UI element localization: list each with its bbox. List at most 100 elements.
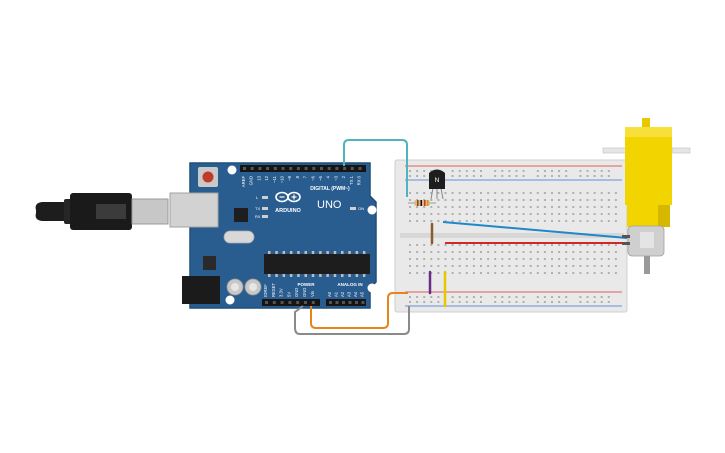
breadboard-hole	[480, 170, 482, 172]
breadboard-hole	[472, 301, 475, 303]
breadboard-hole	[579, 265, 582, 267]
header-socket[interactable]	[272, 301, 276, 304]
wire-orange-5v[interactable]	[310, 292, 408, 329]
header-socket[interactable]	[266, 167, 270, 170]
dc-gear-motor[interactable]	[602, 118, 691, 274]
breadboard-hole	[494, 244, 497, 246]
breadboard-hole	[465, 175, 468, 177]
header-socket[interactable]	[355, 301, 358, 304]
power-pin-label: RESET	[271, 283, 276, 297]
header-socket[interactable]	[304, 167, 308, 170]
breadboard-hole	[586, 272, 589, 274]
header-socket[interactable]	[265, 301, 268, 304]
breadboard-hole	[614, 220, 617, 222]
header-socket[interactable]	[296, 167, 300, 170]
breadboard-hole	[494, 199, 497, 201]
breadboard-hole	[451, 220, 454, 222]
digital-header[interactable]	[240, 165, 366, 172]
header-socket[interactable]	[361, 301, 365, 304]
header-socket[interactable]	[289, 167, 293, 170]
breadboard-hole	[614, 258, 617, 260]
breadboard-hole	[529, 220, 532, 222]
header-socket[interactable]	[335, 167, 339, 170]
breadboard-hole	[593, 251, 596, 253]
breadboard-hole	[543, 265, 546, 267]
mount-hole	[367, 205, 377, 215]
header-socket[interactable]	[288, 301, 292, 304]
header-socket[interactable]	[311, 301, 315, 304]
header-socket[interactable]	[280, 301, 284, 304]
breadboard-hole	[508, 251, 511, 253]
breadboard-hole	[430, 213, 433, 215]
breadboard-hole	[472, 244, 475, 246]
breadboard-hole	[458, 272, 461, 274]
breadboard-hole	[480, 206, 482, 208]
reset-button[interactable]	[198, 167, 218, 187]
breadboard-hole	[451, 244, 454, 246]
breadboard-hole	[536, 296, 539, 298]
breadboard-hole	[607, 265, 610, 267]
breadboard-hole	[430, 272, 433, 274]
breadboard-hole	[579, 258, 582, 260]
breadboard-hole	[586, 251, 589, 253]
header-socket[interactable]	[327, 167, 331, 170]
breadboard-hole	[558, 265, 561, 267]
breadboard-hole	[522, 244, 525, 246]
breadboard-hole	[614, 192, 617, 194]
breadboard-hole	[501, 206, 504, 208]
header-socket[interactable]	[329, 301, 332, 304]
breadboard-hole	[494, 251, 497, 253]
breadboard-hole	[458, 301, 461, 303]
header-socket[interactable]	[296, 301, 300, 304]
header-socket[interactable]	[304, 301, 307, 304]
breadboard-hole	[444, 251, 447, 253]
header-socket[interactable]	[343, 167, 347, 170]
breadboard-hole	[409, 192, 411, 194]
npn-transistor[interactable]: N	[429, 169, 445, 200]
header-socket[interactable]	[348, 301, 352, 304]
analog-header[interactable]	[326, 299, 366, 306]
usb-cable[interactable]	[35, 193, 169, 230]
breadboard-hole	[480, 301, 482, 303]
breadboard-hole	[515, 175, 518, 177]
header-socket[interactable]	[342, 301, 345, 304]
breadboard-hole	[437, 199, 440, 201]
header-socket[interactable]	[273, 167, 277, 170]
wire-blue-motor[interactable]	[442, 221, 628, 239]
breadboard-hole	[437, 251, 440, 253]
model-label: UNO	[317, 199, 342, 211]
chip-pin	[362, 274, 366, 277]
header-socket[interactable]	[250, 167, 254, 170]
breadboard-hole	[579, 220, 582, 222]
resistor[interactable]	[408, 200, 436, 206]
breadboard-hole	[614, 206, 617, 208]
wire-cyan-pin3[interactable]	[343, 139, 408, 197]
header-socket[interactable]	[335, 301, 339, 304]
header-socket[interactable]	[350, 167, 354, 170]
breadboard-hole	[607, 244, 610, 246]
header-socket[interactable]	[243, 167, 246, 170]
header-socket[interactable]	[258, 167, 262, 170]
breadboard-hole	[487, 213, 490, 215]
header-socket[interactable]	[320, 167, 323, 170]
breadboard-hole	[472, 258, 475, 260]
breadboard-hole	[536, 192, 539, 194]
breadboard-hole	[494, 206, 497, 208]
header-socket[interactable]	[358, 167, 362, 170]
breadboard-hole	[558, 244, 561, 246]
usb-jack	[169, 192, 219, 228]
breadboard-hole	[501, 244, 504, 246]
rx-label: RX	[255, 214, 261, 219]
digital-pin-label: ~6	[310, 175, 315, 180]
header-socket[interactable]	[281, 167, 285, 170]
breadboard-hole	[565, 301, 568, 303]
breadboard-hole	[487, 199, 490, 201]
wire-gray-gnd[interactable]	[294, 305, 410, 335]
breadboard-hole	[614, 251, 617, 253]
breadboard-hole	[593, 206, 596, 208]
breadboard-hole	[465, 192, 468, 194]
header-socket[interactable]	[312, 167, 316, 170]
breadboard-hole	[501, 272, 504, 274]
